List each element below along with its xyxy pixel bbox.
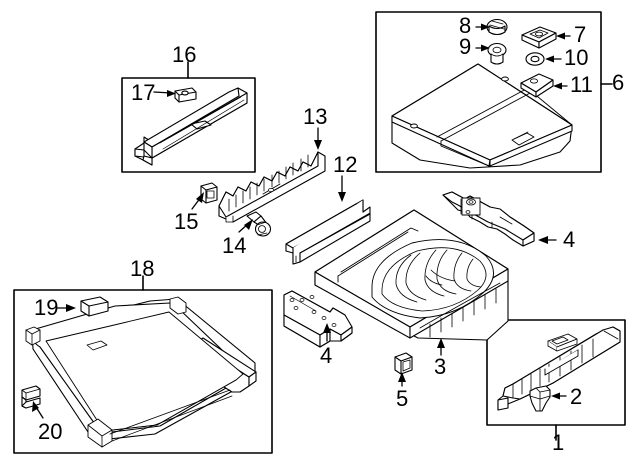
callout-9[interactable]: 9 xyxy=(459,34,472,59)
arrow-12 xyxy=(338,175,346,202)
callout-19[interactable]: 19 xyxy=(34,295,59,320)
part-4-left-rail xyxy=(283,290,353,348)
arrow-8 xyxy=(475,23,490,31)
callout-6[interactable]: 6 xyxy=(612,70,625,95)
callout-16[interactable]: 16 xyxy=(172,42,197,67)
part-13-reinforcement-bracket xyxy=(218,151,326,223)
callout-7[interactable]: 7 xyxy=(574,22,587,47)
arrow-10 xyxy=(545,55,562,63)
arrow-3 xyxy=(437,338,445,356)
callout-4-left[interactable]: 4 xyxy=(320,343,333,368)
callout-8[interactable]: 8 xyxy=(459,13,472,38)
callout-2[interactable]: 2 xyxy=(570,384,583,409)
callout-13[interactable]: 13 xyxy=(303,104,328,129)
part-6-load-board xyxy=(391,63,573,169)
part-16-scuff-plate xyxy=(134,87,248,166)
part-1-sill-trim xyxy=(497,326,621,411)
arrow-7 xyxy=(556,32,571,40)
callout-18[interactable]: 18 xyxy=(130,256,155,281)
arrow-17 xyxy=(153,90,176,97)
callout-17[interactable]: 17 xyxy=(131,80,156,105)
part-3-floor-pan xyxy=(314,209,509,341)
callout-5[interactable]: 5 xyxy=(396,386,409,411)
callout-14[interactable]: 14 xyxy=(222,233,247,258)
part-20-bracket xyxy=(21,385,41,409)
part-7-grommet xyxy=(521,26,557,49)
part-10-washer xyxy=(525,52,545,66)
arrow-20 xyxy=(32,401,44,419)
callout-10[interactable]: 10 xyxy=(564,45,589,70)
callout-3[interactable]: 3 xyxy=(434,354,447,379)
part-12-trim-molding xyxy=(285,199,371,265)
part-2-clip xyxy=(529,385,551,412)
arrow-5 xyxy=(398,372,406,387)
arrow-4-right xyxy=(538,236,557,244)
callout-15[interactable]: 15 xyxy=(174,209,199,234)
callout-11[interactable]: 11 xyxy=(570,72,593,97)
callout-1[interactable]: 1 xyxy=(552,430,565,455)
part-9-knob xyxy=(487,42,507,65)
part-5-plug xyxy=(394,352,413,375)
arrow-15 xyxy=(191,192,204,210)
arrow-11 xyxy=(553,82,568,90)
arrow-9 xyxy=(475,44,490,52)
part-14-push-pin xyxy=(246,211,272,237)
callout-12[interactable]: 12 xyxy=(333,152,358,177)
part-4-right-rail xyxy=(442,191,535,247)
part-18-cargo-shade xyxy=(25,296,257,448)
arrow-4-left xyxy=(323,323,331,342)
part-19-end-cap xyxy=(80,296,109,317)
arrow-14 xyxy=(238,219,253,233)
arrow-13 xyxy=(314,127,322,150)
callout-20[interactable]: 20 xyxy=(38,419,63,444)
arrow-2 xyxy=(551,392,567,400)
callout-4-right[interactable]: 4 xyxy=(563,227,576,252)
part-15-clip xyxy=(200,182,218,204)
part-17-clip xyxy=(174,87,197,103)
arrow-19 xyxy=(56,304,76,312)
